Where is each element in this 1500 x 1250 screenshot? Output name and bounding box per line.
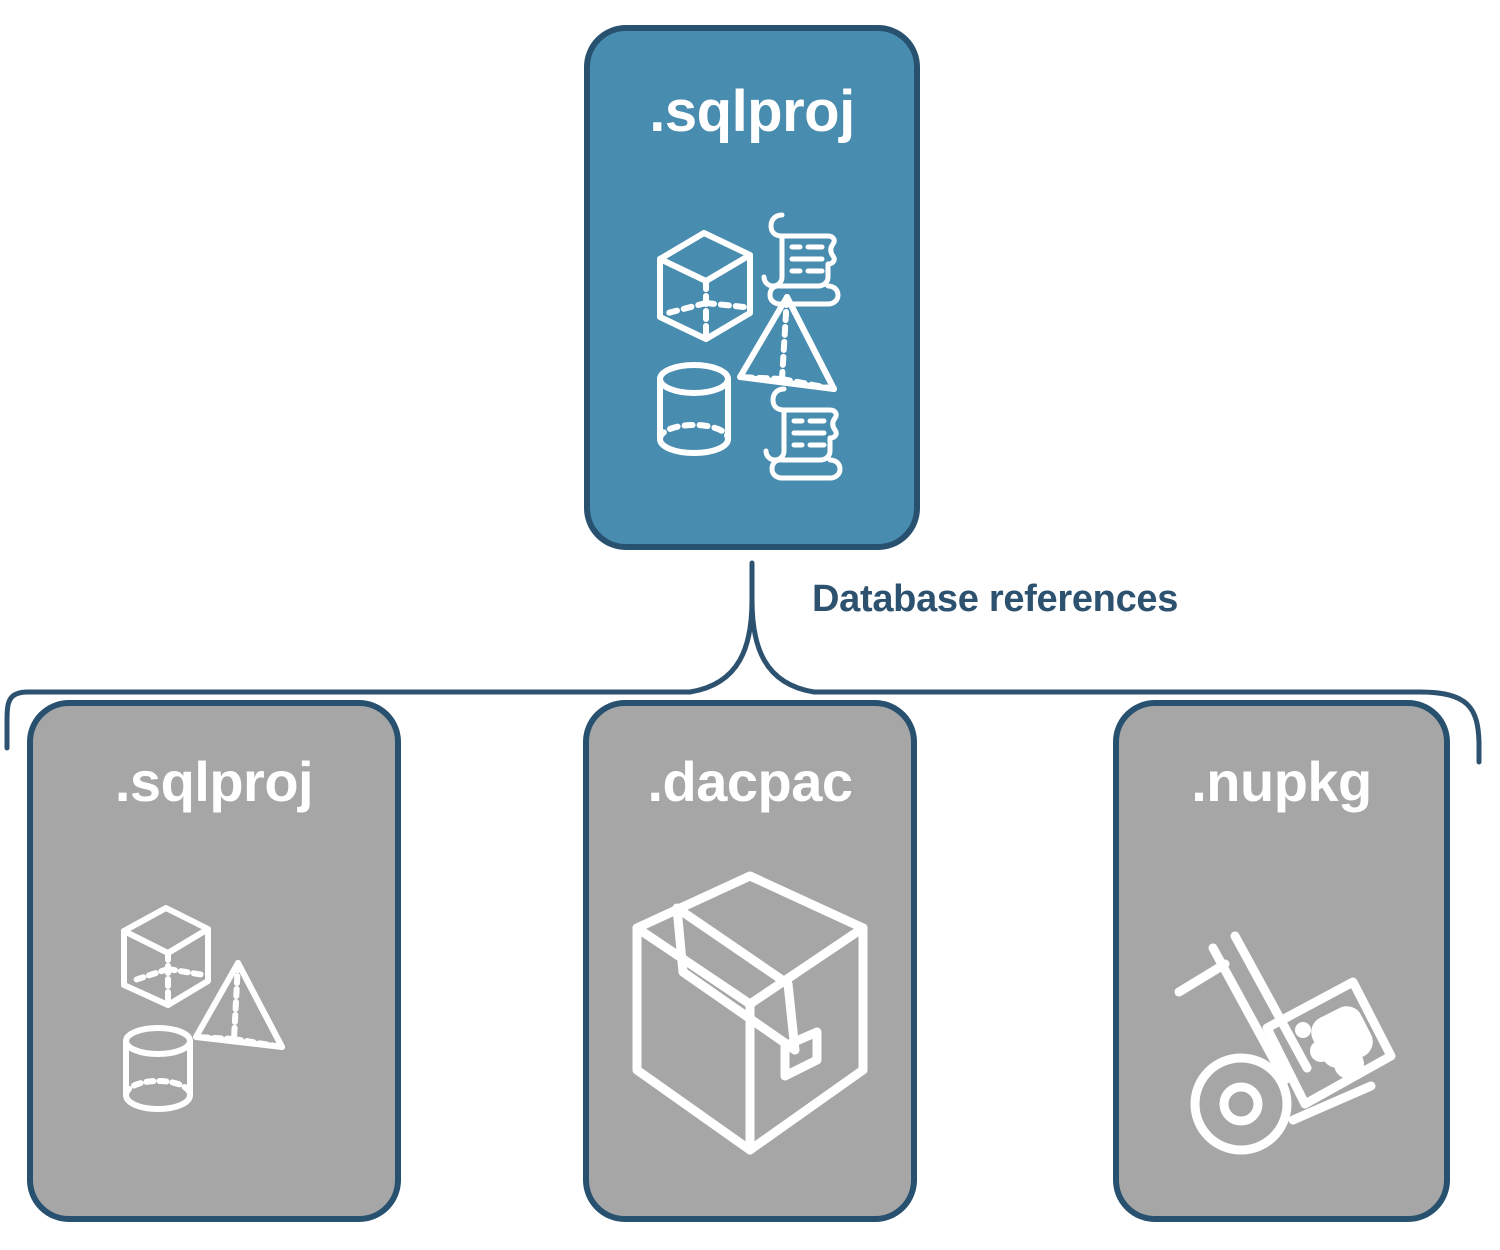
card-art-sqlproj-child <box>33 810 395 1216</box>
card-sqlproj-root[interactable]: .sqlproj <box>584 25 920 550</box>
bracket-center-right <box>749 597 1423 695</box>
card-nupkg[interactable]: .nupkg <box>1113 700 1450 1222</box>
card-dacpac[interactable]: .dacpac <box>583 700 917 1222</box>
cube-3d-icon <box>121 905 211 1008</box>
pyramid-3d-icon <box>193 960 285 1050</box>
shipping-box-icon <box>632 871 868 1155</box>
cylinder-3d-icon <box>123 1025 193 1112</box>
connector-label: Database references <box>812 578 1179 620</box>
card-title-sqlproj-root: .sqlproj <box>649 79 855 144</box>
scroll-script-icon <box>761 212 841 306</box>
bracket-center-left <box>25 597 755 695</box>
bracket-left-end <box>4 689 31 751</box>
pyramid-3d-icon <box>737 293 837 392</box>
card-sqlproj-child[interactable]: .sqlproj <box>27 700 401 1222</box>
bracket-right-end <box>1417 689 1482 765</box>
card-title-dacpac: .dacpac <box>647 750 853 813</box>
card-art-sqlproj-root <box>590 141 914 544</box>
card-title-nupkg: .nupkg <box>1191 750 1372 813</box>
card-title-sqlproj-child: .sqlproj <box>114 750 314 813</box>
scroll-script-icon <box>763 386 843 480</box>
card-art-dacpac <box>589 810 911 1216</box>
hand-truck-package-icon <box>1174 931 1395 1155</box>
cylinder-3d-icon <box>657 361 731 456</box>
card-art-nupkg <box>1119 810 1444 1216</box>
cube-3d-icon <box>657 229 753 342</box>
